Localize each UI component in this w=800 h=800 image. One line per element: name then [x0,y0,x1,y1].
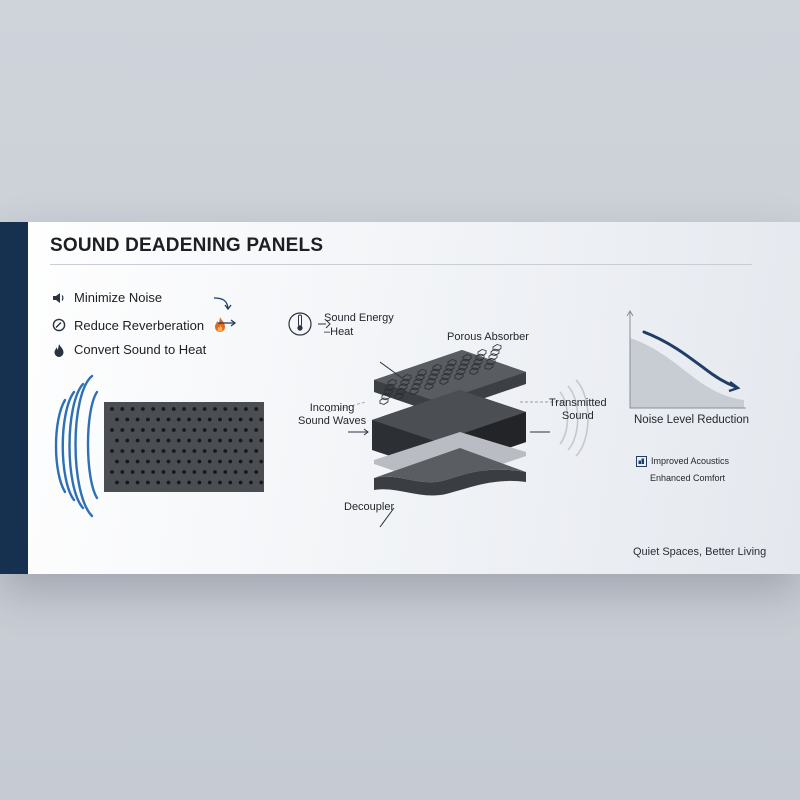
curved-arrow-icon [213,297,237,327]
accent-bar [0,222,28,574]
noise-reduction-chart [626,310,746,409]
infographic-card: SOUND DEADENING PANELS Minimize Noise Re… [0,222,800,574]
sound-energy-label: Sound Energy [324,312,394,324]
decoupler-label: Decoupler [344,501,395,513]
chart-axes [629,312,746,409]
decoupler-layer [374,469,526,496]
thermometer-icon [288,312,312,336]
chart-label: Noise Level Reduction [634,414,750,426]
flame-icon [215,317,226,332]
core-layer [372,390,526,442]
title-divider [50,264,752,265]
curve-arrow-icon [728,381,741,393]
feature-label: Minimize Noise [74,290,163,305]
feature-label: Convert Sound to Heat [74,342,207,357]
energy-arrow-icon [318,319,331,329]
benefit-improved-acoustics: Improved Acoustics [636,455,729,468]
tagline: Quiet Spaces, Better Living [633,546,767,558]
feature-convert-sound: Convert Sound to Heat [52,342,206,357]
heat-label: –Heat [324,326,354,338]
porous-pointer [379,361,403,379]
layer-diagram [288,312,589,528]
panel-with-sound-waves [54,374,264,518]
feature-reduce-reverberation: Reduce Reverberation [52,316,228,334]
reduction-curve [642,330,738,389]
acoustics-icon [636,456,647,467]
transmitted-sound-label: Transmitted Sound [549,397,607,422]
transmitted-waves-icon [559,379,589,457]
benefit-enhanced-comfort: Enhanced Comfort [650,473,726,483]
porous-absorber-label: Porous Absorber [447,331,529,343]
perforated-panel [104,402,264,492]
decoupler-pointer [379,507,395,528]
incoming-waves-label: Incoming Sound Waves [298,402,367,427]
gauge-icon [52,318,66,332]
page-title: SOUND DEADENING PANELS [50,235,324,256]
feature-label: Reduce Reverberation [74,317,205,333]
speaker-icon [53,292,64,303]
flame-icon [54,343,64,357]
feature-minimize-noise: Minimize Noise [52,290,162,305]
sound-waves-icon [54,374,99,518]
